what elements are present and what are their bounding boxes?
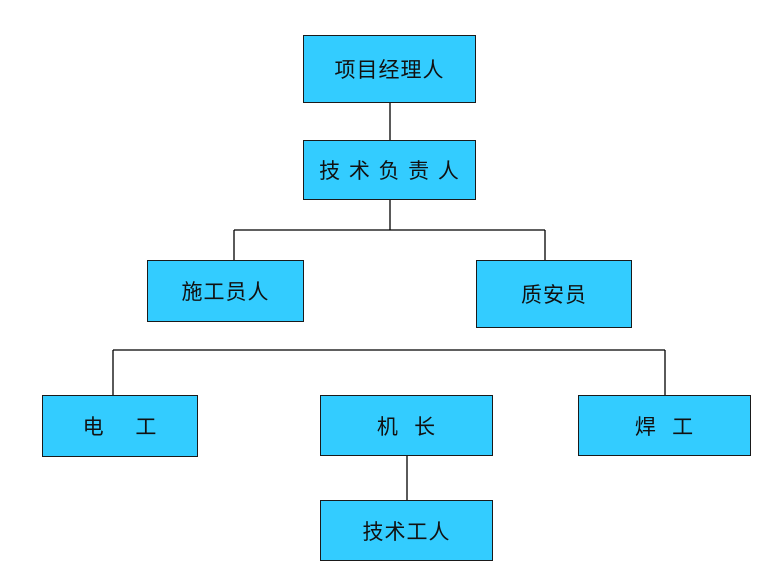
node-machine-leader-label: 机 长 [376, 414, 437, 439]
node-project-manager-label: 项目经理人 [334, 58, 445, 82]
node-technical-worker: 技术工人 [320, 500, 493, 561]
node-construction-staff-label: 施工员人 [181, 280, 270, 304]
node-welder-label: 焊 工 [634, 414, 695, 439]
node-project-manager: 项目经理人 [303, 35, 476, 103]
node-machine-leader: 机 长 [320, 395, 493, 456]
node-technical-lead-label: 技 术 负 责 人 [319, 159, 460, 183]
node-technical-worker-label: 技术工人 [362, 519, 451, 544]
node-construction-staff: 施工员人 [147, 260, 304, 322]
node-quality-safety: 质安员 [476, 260, 632, 328]
node-electrician-label: 电 工 [82, 415, 158, 439]
node-technical-lead: 技 术 负 责 人 [303, 140, 476, 200]
node-welder: 焊 工 [578, 395, 751, 456]
node-electrician: 电 工 [42, 395, 198, 457]
node-quality-safety-label: 质安员 [521, 283, 587, 307]
